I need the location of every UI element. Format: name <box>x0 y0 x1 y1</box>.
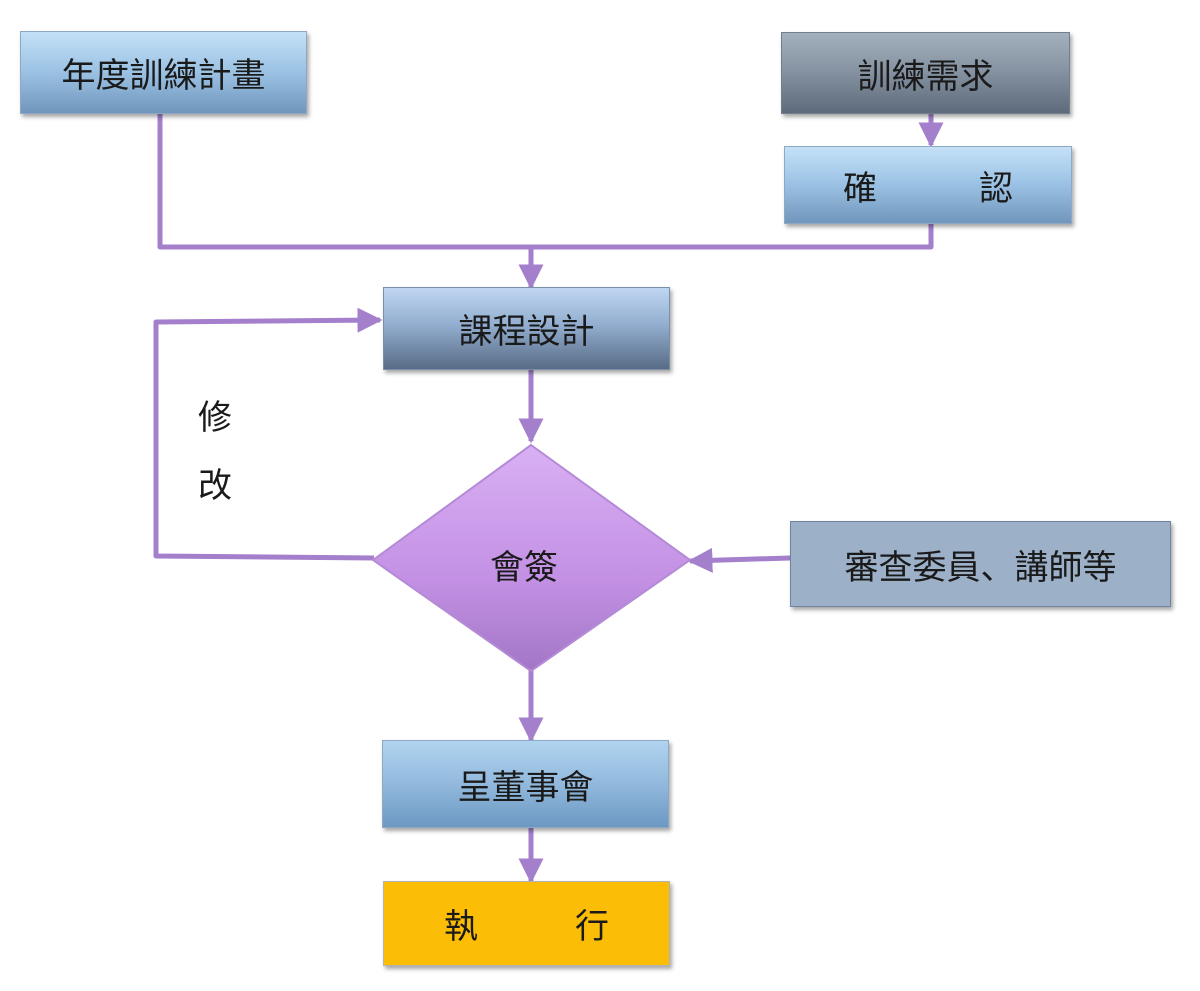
node-confirm-label-1: 確 <box>843 168 877 209</box>
node-annual-training-plan: 年度訓練計畫 <box>20 31 307 114</box>
countersign-decision-diamond <box>371 443 692 673</box>
node-training-needs-label: 訓練需求 <box>857 56 994 97</box>
node-reviewers: 審查委員、講師等 <box>790 521 1171 607</box>
node-execute: 執 行 <box>383 881 670 966</box>
node-course-design: 課程設計 <box>383 287 670 370</box>
node-execute-label-2: 行 <box>575 907 609 947</box>
node-confirm: 確 認 <box>784 146 1072 224</box>
node-annual-training-plan-label: 年度訓練計畫 <box>61 56 266 96</box>
edge-label-revise-2: 改 <box>198 466 232 506</box>
node-course-design-label: 課程設計 <box>458 312 595 352</box>
node-confirm-label-2: 認 <box>979 168 1013 209</box>
node-execute-label-1: 執 <box>444 907 478 947</box>
node-submit-board: 呈董事會 <box>382 740 669 828</box>
node-countersign-label: 會簽 <box>490 548 558 588</box>
connector-annual-plan-merge <box>157 113 934 250</box>
edge-label-revise-1: 修 <box>198 398 232 438</box>
node-submit-board-label: 呈董事會 <box>457 767 594 808</box>
connector-revise-loop <box>153 307 383 561</box>
node-training-needs: 訓練需求 <box>781 32 1070 114</box>
connector-reviewers-to-countersign <box>687 547 791 573</box>
node-reviewers-label: 審查委員、講師等 <box>844 547 1117 588</box>
